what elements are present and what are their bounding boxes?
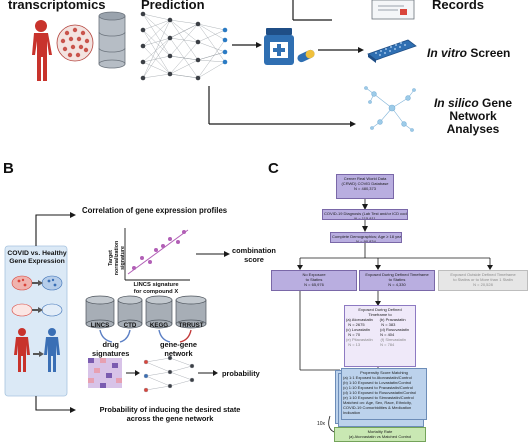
probability-label: probability xyxy=(222,369,260,378)
well-plate-icon xyxy=(367,39,417,63)
flow-box-no-exposure: No Exposure to Statins N = 65,976 xyxy=(271,270,357,291)
panel-a-graphics xyxy=(32,0,417,132)
cell-icons xyxy=(11,275,63,317)
panel-b-letter: B xyxy=(3,160,14,177)
db-kegg: KEGG xyxy=(149,322,169,329)
target-signature-label: Target normalization signature xyxy=(108,240,126,276)
covid-box-title: COVID vs. Healthy Gene Expression xyxy=(7,250,67,265)
flow-box-propensity: Propensity Score Matching (a) 1:1 Expose… xyxy=(341,368,427,420)
invitro-label: In vitro Screen xyxy=(427,46,511,60)
pill-icon xyxy=(297,49,315,63)
heatmap-icon xyxy=(88,358,122,388)
insilico-label: In silico Gene Network Analyses xyxy=(433,96,513,136)
probability-caption: Probability of inducing the desired stat… xyxy=(99,405,241,423)
gene-network-icon xyxy=(364,86,416,132)
correlation-title: Correlation of gene expression profiles xyxy=(82,206,228,215)
human-body-icon xyxy=(32,20,52,81)
panel-c-letter: C xyxy=(268,160,279,177)
flow-box-exposed: Exposed During Defined Timeframe to Stat… xyxy=(359,270,435,291)
drug-signatures-label: drug signatures xyxy=(92,340,130,358)
correlation-scatter-plot xyxy=(124,228,190,281)
flow-box-diagnosis: COVID-19 Diagnosis (Lab Test and/or ICD … xyxy=(322,209,408,220)
lincs-signature-label: LINCS signature for compound X xyxy=(133,282,179,295)
flow-box-cerner: Cerner Real World Data (CRWD) COVID Data… xyxy=(336,174,394,199)
database-cylinders xyxy=(85,295,207,329)
network-nodes xyxy=(140,11,228,81)
combination-score-label: combination score xyxy=(232,246,276,264)
small-network-icon xyxy=(143,355,195,393)
medical-record-icon xyxy=(371,0,415,20)
flow-box-outside-timeframe: Exposed Outside Defined Timeframe to Sta… xyxy=(438,270,528,291)
database-icon xyxy=(98,11,126,69)
flow-box-statin-breakdown: Exposed During Defined Timeframe to (a) … xyxy=(344,305,416,367)
curved-arrows xyxy=(99,329,192,343)
db-ctd: CTD xyxy=(123,322,137,329)
ten-x-label: 10x xyxy=(317,421,326,427)
db-trrust: TRRUST xyxy=(178,322,204,329)
cell-sphere-icon xyxy=(56,24,94,62)
db-lincs: LINCS xyxy=(90,322,110,329)
gene-network-label: gene-gene network xyxy=(160,340,197,358)
transcriptomics-title: transcriptomics xyxy=(8,0,106,12)
panel-b-graphics xyxy=(4,212,230,413)
records-title: Records xyxy=(432,0,485,12)
patient-figures-icon xyxy=(14,328,60,372)
prediction-title: Prediction xyxy=(141,0,205,12)
flow-box-demographics: Complete Demographics; Age ≥ 18 years N … xyxy=(330,232,402,243)
medicine-bottle-icon xyxy=(264,28,294,65)
flow-box-mortality: Mortality Rate (a) Atorvastatin vs Match… xyxy=(334,427,426,442)
neural-network-icon xyxy=(142,13,226,79)
